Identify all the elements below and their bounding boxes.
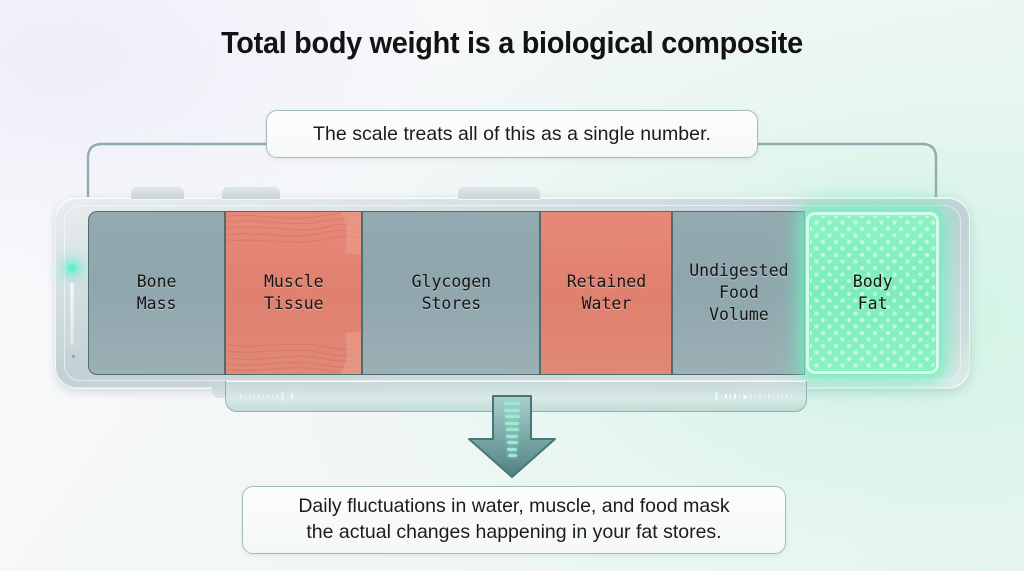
side-sensor-dot-icon [72,355,75,358]
bar-segment-muscle-tissue[interactable]: Muscle Tissue [225,211,363,375]
arrow-dash-marks [504,402,520,457]
muscle-fiber-texture-bottom [226,331,362,374]
bottom-callout-box: Daily fluctuations in water, muscle, and… [242,486,786,554]
bar-segment-label: Glycogen Stores [411,272,492,313]
top-callout-text: The scale treats all of this as a single… [312,122,712,145]
bar-segment-retained-water[interactable]: Retained Water [540,211,673,375]
muscle-fiber-texture-top [226,212,362,255]
bar-segment-label: Bone Mass [136,272,177,313]
device-top-tab-1 [131,187,184,200]
side-slider-handle [70,282,74,346]
bar-segment-label: Undigested Food Volume [689,261,789,324]
power-led-icon [68,264,76,272]
readout-ticks-right [714,392,792,401]
device-top-tab-3 [458,187,540,200]
down-arrow-icon [463,394,561,479]
body-composition-bar: Bone Mass Muscle Tissue Glycogen Stores Re… [88,211,940,375]
bottom-callout-text: Daily fluctuations in water, muscle, and… [298,495,730,543]
bar-segment-undigested-food-volume[interactable]: Undigested Food Volume [672,211,806,375]
body-fat-dot-texture [810,216,935,370]
page-title: Total body weight is a biological compos… [221,25,803,60]
bar-segment-body-fat[interactable]: Body Fat [805,211,940,375]
bar-segment-label: Muscle Tissue [263,272,324,313]
bar-segment-bone-mass[interactable]: Bone Mass [88,211,226,375]
bar-segment-label: Retained Water [566,272,647,313]
top-callout-box: The scale treats all of this as a single… [266,110,758,158]
bar-segment-glycogen-stores[interactable]: Glycogen Stores [362,211,541,375]
device-top-tab-2 [222,187,280,200]
readout-ticks-left [240,392,293,401]
bar-segment-label: Body Fat [852,272,893,313]
